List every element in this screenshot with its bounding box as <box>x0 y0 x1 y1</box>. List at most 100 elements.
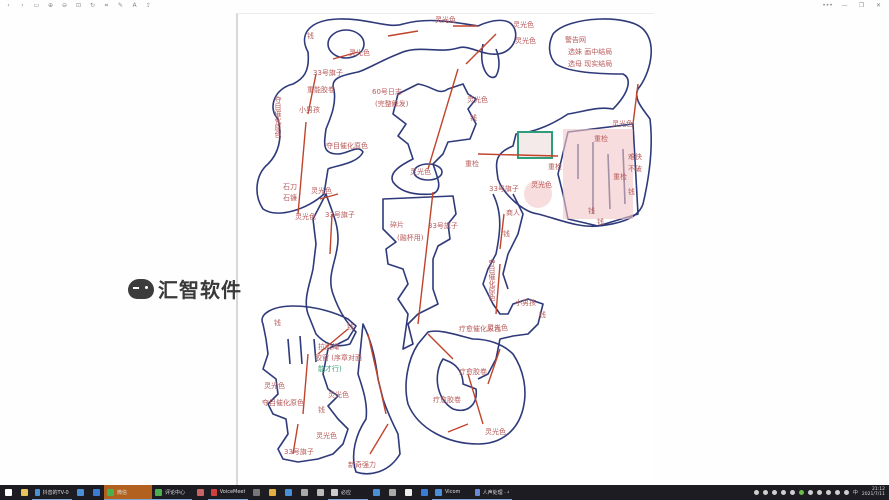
taskbar-item-label: Vicom <box>445 489 461 495</box>
arrow-icon[interactable] <box>762 490 768 495</box>
map-label: 33号旗子 <box>284 448 314 456</box>
taskbar-item-app-blue[interactable] <box>72 485 88 500</box>
file-explorer-icon <box>20 489 28 496</box>
map-label: (完整触发) <box>375 100 409 108</box>
gear-icon[interactable] <box>780 490 786 495</box>
app-person-icon <box>196 489 204 496</box>
keyboard-icon[interactable] <box>843 490 849 495</box>
crop-button[interactable]: ⌗ <box>104 1 109 9</box>
map-label: 钱 <box>597 218 604 226</box>
map-label: 33号旗子 <box>428 222 458 230</box>
fit-button[interactable]: ⊡ <box>75 1 82 9</box>
map-label: 新奇强力 <box>348 461 376 469</box>
text-button[interactable]: A <box>132 1 137 9</box>
taskbar-item-label: 人声处理 · 4K 3D <box>482 489 509 496</box>
map-label: 小男孩 <box>515 299 536 307</box>
maximize-button[interactable]: ❐ <box>858 1 865 9</box>
clock-time: 21:12 <box>872 486 885 492</box>
map-label: 钱 <box>503 230 510 238</box>
taskbar-item-notes[interactable] <box>384 485 400 500</box>
taskbar-item-label: VoiceMeeter <box>219 489 245 495</box>
taskbar-item-vscode-task[interactable]: Vicom <box>432 485 472 500</box>
vscode-icon <box>420 489 428 496</box>
map-label: 钱 <box>274 319 281 327</box>
map-label: 灵光色 <box>349 49 370 57</box>
obs-icon <box>252 489 260 496</box>
taskbar-item-voicemeeter[interactable]: VoiceMeeter <box>208 485 248 500</box>
taskbar-item-browser[interactable]: 抖音的TV-04 完... <box>32 485 72 500</box>
map-label: 钱 <box>628 188 635 196</box>
map-label: 难快 <box>628 153 642 161</box>
taskbar-item-label: 必应 <box>341 489 352 496</box>
map-label: 灵光色 <box>515 37 536 45</box>
settings-icon <box>300 489 308 496</box>
taskbar-item-app-yellow[interactable] <box>264 485 280 500</box>
edit-button[interactable]: ✎ <box>117 1 124 9</box>
system-tray: 中 21:12 2021/7/11 <box>753 486 889 498</box>
map-label: 疗愈胶卷 <box>459 368 487 376</box>
vscode-task-icon <box>435 488 442 496</box>
map-label: 33号旗子 <box>489 185 519 193</box>
map-label: 灵光色 <box>316 432 337 440</box>
map-label: 灵光色 <box>295 213 316 221</box>
forward-button[interactable]: › <box>21 1 24 9</box>
green-app-icon[interactable] <box>798 490 804 495</box>
map-label: 灵光色 <box>264 382 285 390</box>
back-button[interactable]: ‹ <box>7 1 10 9</box>
map-label: 石镰 <box>283 194 297 202</box>
map-label: 警告网 <box>565 36 586 44</box>
app-dot-icon <box>284 489 292 496</box>
map-label: 不破 <box>628 165 642 173</box>
check-icon[interactable] <box>771 490 777 495</box>
taskbar-item-app-dot[interactable] <box>280 485 296 500</box>
taskbar-item-vscode[interactable] <box>416 485 432 500</box>
taskbar-item-obs[interactable] <box>248 485 264 500</box>
map-label: 拉胶绳 <box>318 343 339 351</box>
battery-icon[interactable] <box>825 490 831 495</box>
map-label: 灵光色 <box>328 391 349 399</box>
taskbar-item-wechat-2[interactable]: 评论中心 <box>152 485 192 500</box>
taskbar-item-user-app[interactable]: 人声处理 · 4K 3D <box>472 485 512 500</box>
ime-zh-icon[interactable] <box>834 490 840 495</box>
taskbar-item-wechat-active[interactable]: 微信 <box>104 485 152 500</box>
clock[interactable]: 21:12 2021/7/11 <box>862 486 885 498</box>
taskbar-item-z-app[interactable] <box>400 485 416 500</box>
network-icon[interactable] <box>807 490 813 495</box>
share-button[interactable]: ⇪ <box>145 1 152 9</box>
wifi-icon[interactable] <box>816 490 822 495</box>
steam-icon <box>316 489 324 496</box>
rotate-button[interactable]: ↻ <box>89 1 96 9</box>
wechat-2-icon <box>155 488 162 496</box>
map-label: 夺目催化原色 <box>488 259 496 301</box>
map-label: 选母 现实结局 <box>568 60 613 68</box>
taskbar-item-file-explorer[interactable] <box>16 485 32 500</box>
taskbar-item-net[interactable]: 必应 <box>328 485 368 500</box>
zoom-in-button[interactable]: ⊕ <box>47 1 54 9</box>
watermark: 汇智软件 <box>128 274 242 303</box>
slideshow-button[interactable]: ▭ <box>33 1 40 9</box>
map-label: 灵光色 <box>435 16 456 24</box>
taskbar-item-app-person[interactable] <box>192 485 208 500</box>
taskbar-item-app-k[interactable] <box>88 485 104 500</box>
user-app-icon <box>475 488 480 496</box>
zoom-out-button[interactable]: ⊖ <box>61 1 68 9</box>
image-viewer-window: ‹ › ▭ ⊕ ⊖ ⊡ ↻ ⌗ ✎ A ⇪ ••• — ❐ ✕ <box>7 1 882 485</box>
notes-icon <box>388 489 396 496</box>
taskbar-item-steam[interactable] <box>312 485 328 500</box>
close-button[interactable]: ✕ <box>875 1 882 9</box>
ime-indicator[interactable]: 中 <box>852 490 858 496</box>
minimize-button[interactable]: — <box>841 1 848 9</box>
taskbar: 抖音的TV-04 完... 微信 评论中心 VoiceMeeter 必应 Vicom 人声处… <box>0 485 889 500</box>
app-blue-icon <box>76 489 84 496</box>
taskbar-item-check-1[interactable] <box>368 485 384 500</box>
more-options-button[interactable]: ••• <box>822 1 833 9</box>
chevron-icon[interactable] <box>753 490 759 495</box>
map-label: 灵光色 <box>467 96 488 104</box>
taskbar-item-label: 评论中心 <box>165 489 186 496</box>
taskbar-item-start[interactable] <box>0 485 16 500</box>
taskbar-item-label: 抖音的TV-04 完... <box>42 489 69 496</box>
sound-icon[interactable] <box>789 490 795 495</box>
tray-icons <box>753 490 849 495</box>
taskbar-item-settings[interactable] <box>296 485 312 500</box>
map-label: 疗愈胶卷 <box>433 396 461 404</box>
